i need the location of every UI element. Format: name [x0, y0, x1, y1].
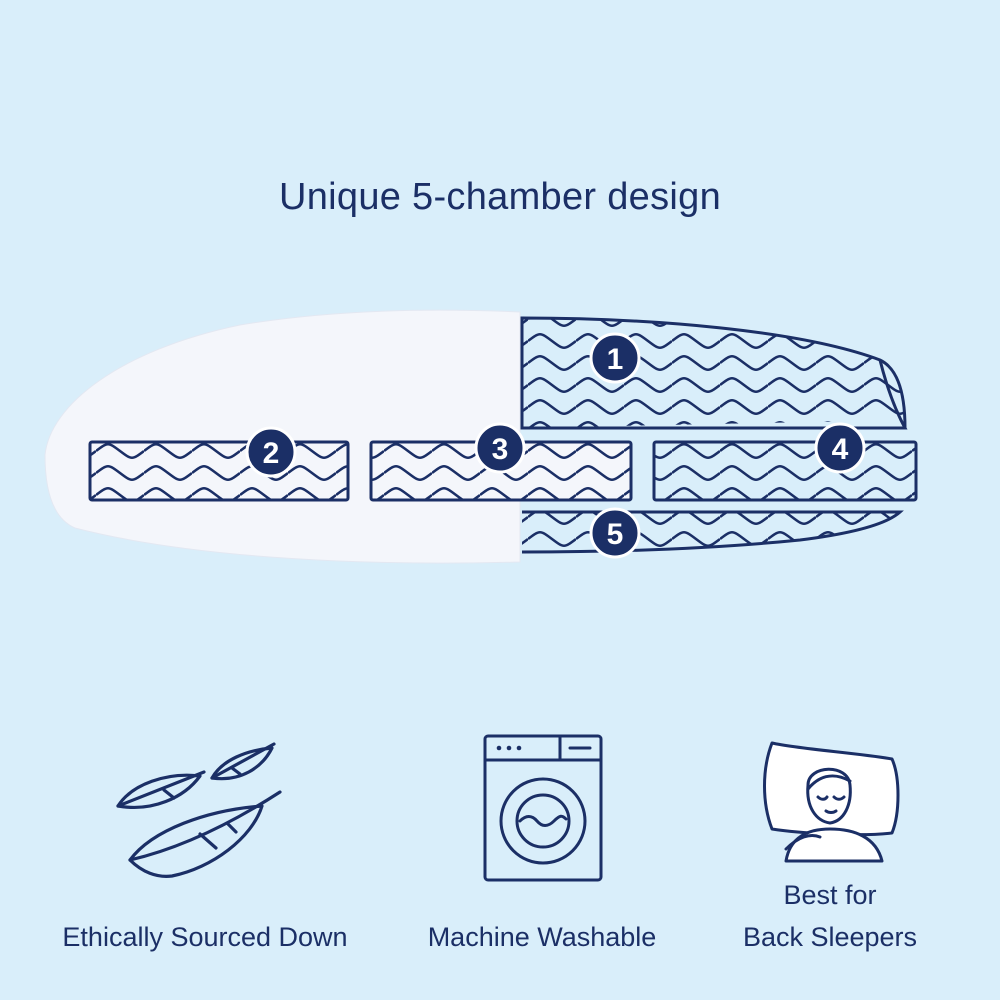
back-sleeper-icon — [763, 741, 900, 863]
feather-icon — [116, 742, 282, 878]
chamber-4 — [652, 440, 918, 502]
chamber-1-number: 1 — [607, 343, 624, 376]
chamber-4-number: 4 — [832, 433, 849, 466]
washing-machine-icon — [483, 734, 603, 882]
feature-2-line-1: Machine Washable — [427, 922, 657, 952]
chamber-2-number: 2 — [263, 437, 280, 470]
chamber-5-marker: 5 — [589, 507, 641, 559]
feature-3-line-1: Best for — [783, 880, 877, 910]
chamber-2-marker: 2 — [245, 426, 297, 478]
chamber-3-number: 3 — [492, 433, 509, 466]
chamber-3-marker: 3 — [474, 422, 526, 474]
chamber-1 — [520, 316, 908, 430]
feature-label-machine-washable: Machine Washable — [402, 916, 682, 958]
feature-3-line-2: Back Sleepers — [742, 922, 918, 952]
feature-label-ethically-sourced-down: Ethically Sourced Down — [20, 916, 390, 958]
chamber-5 — [521, 510, 904, 554]
chamber-5-number: 5 — [607, 518, 624, 551]
headline: Unique 5-chamber design — [278, 176, 722, 218]
pillow-diagram: 1 2 3 4 5 — [44, 309, 918, 564]
chamber-2 — [88, 440, 350, 502]
feature-1-line-1: Ethically Sourced Down — [62, 922, 348, 952]
chamber-1-marker: 1 — [589, 332, 641, 384]
chamber-4-marker: 4 — [814, 422, 866, 474]
feature-label-best-for-back-sleepers: Best for Back Sleepers — [700, 874, 960, 958]
